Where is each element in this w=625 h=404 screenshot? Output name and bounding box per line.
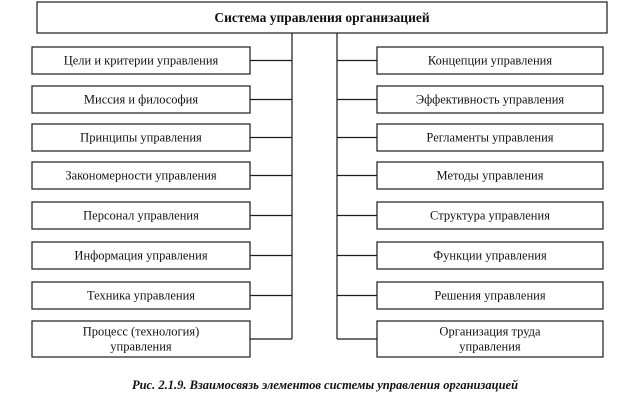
root-box <box>36 1 608 34</box>
left-element-box <box>31 201 251 230</box>
left-element-label: Техника управления <box>87 289 195 303</box>
left-element-box <box>31 46 251 75</box>
left-element-label: Информация управления <box>74 249 207 263</box>
root-label: Система управления организацией <box>214 10 429 25</box>
right-element-box <box>376 85 604 114</box>
left-element-label: управления <box>110 340 172 354</box>
right-element-label: Методы управления <box>437 169 544 183</box>
right-element-node: Методы управления <box>376 161 604 190</box>
right-element-label: Организация труда <box>439 325 541 339</box>
left-element-node: Персонал управления <box>31 201 251 230</box>
left-element-node: Процесс (технология)управления <box>31 320 251 358</box>
right-element-label: Структура управления <box>430 209 550 223</box>
left-element-box <box>31 281 251 310</box>
left-element-label: Процесс (технология) <box>83 325 200 339</box>
right-element-node: Решения управления <box>376 281 604 310</box>
right-element-label: Функции управления <box>433 249 547 263</box>
left-element-box <box>31 85 251 114</box>
right-element-node: Функции управления <box>376 241 604 270</box>
connectors <box>250 33 377 340</box>
right-element-box <box>376 281 604 310</box>
right-element-box <box>376 241 604 270</box>
left-element-node: Миссия и философия <box>31 85 251 114</box>
right-element-box <box>376 46 604 75</box>
root-node: Система управления организацией <box>36 1 608 34</box>
right-element-label: Регламенты управления <box>426 131 553 145</box>
left-element-node: Цели и критерии управления <box>31 46 251 75</box>
left-element-label: Цели и критерии управления <box>64 54 219 68</box>
left-element-label: Миссия и философия <box>84 93 198 107</box>
left-element-label: Закономерности управления <box>65 169 217 183</box>
left-element-box <box>31 241 251 270</box>
right-element-box <box>376 201 604 230</box>
right-element-node: Структура управления <box>376 201 604 230</box>
left-element-box <box>31 320 251 358</box>
right-element-label: Концепции управления <box>428 54 552 68</box>
right-element-box <box>376 123 604 152</box>
left-element-node: Информация управления <box>31 241 251 270</box>
right-element-box <box>376 320 604 358</box>
left-element-node: Техника управления <box>31 281 251 310</box>
right-element-label: Решения управления <box>434 289 545 303</box>
left-element-label: Персонал управления <box>83 209 199 223</box>
right-element-node: Эффективность управления <box>376 85 604 114</box>
left-element-node: Закономерности управления <box>31 161 251 190</box>
left-element-label: Принципы управления <box>80 131 202 145</box>
right-element-box <box>376 161 604 190</box>
right-element-label: Эффективность управления <box>416 93 565 107</box>
left-element-node: Принципы управления <box>31 123 251 152</box>
left-element-box <box>31 161 251 190</box>
left-element-box <box>31 123 251 152</box>
figure-caption: Рис. 2.1.9. Взаимосвязь элементов систем… <box>132 378 518 392</box>
right-element-label: управления <box>459 340 521 354</box>
right-element-node: Регламенты управления <box>376 123 604 152</box>
right-element-node: Концепции управления <box>376 46 604 75</box>
